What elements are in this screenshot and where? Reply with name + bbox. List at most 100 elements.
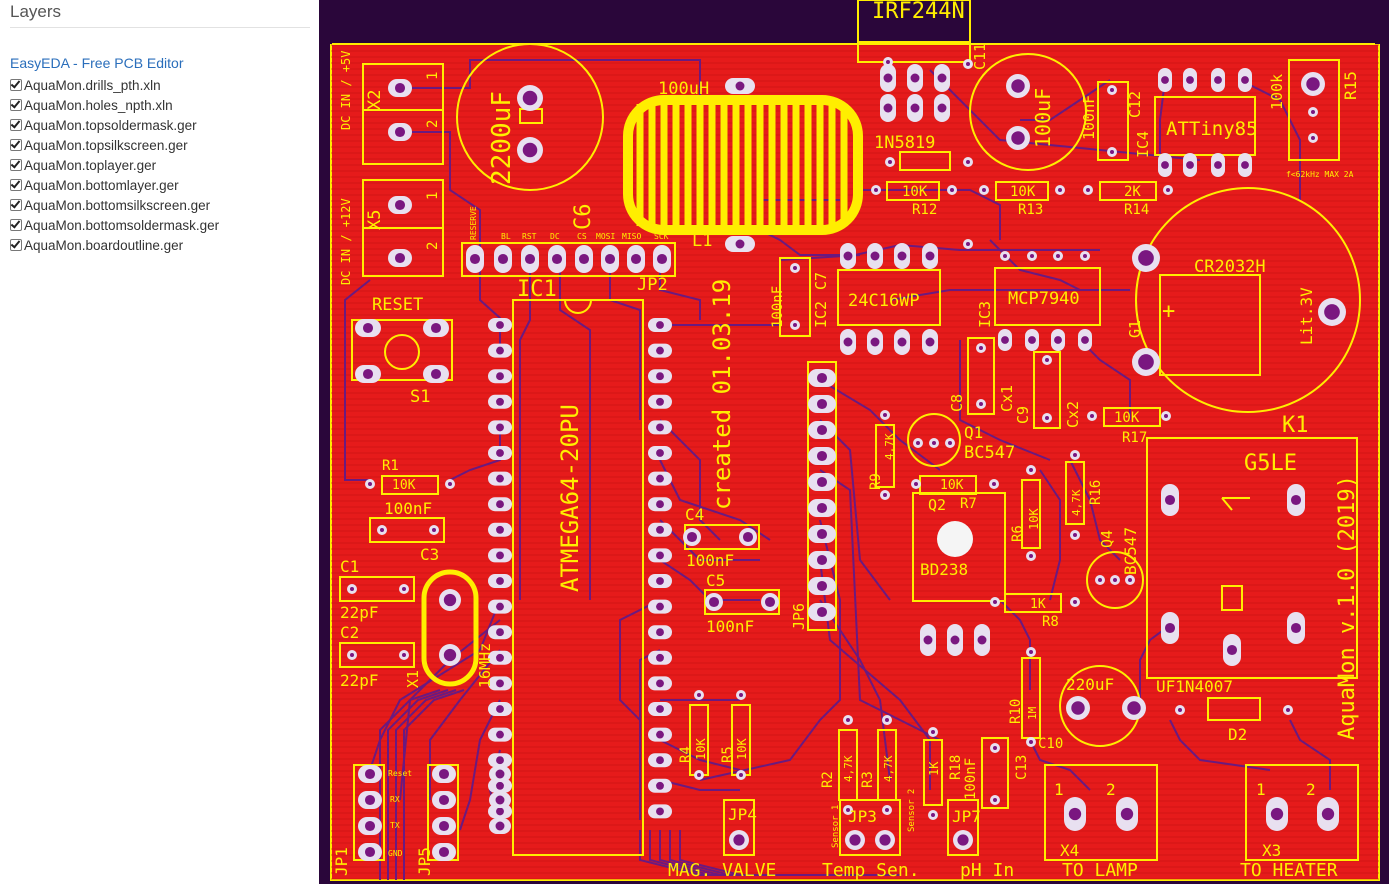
irf-pin1 — [880, 64, 896, 92]
via-drill — [966, 62, 970, 66]
layer-item[interactable]: AquaMon.bottomlayer.ger — [10, 175, 219, 195]
label-mag-valve: MAG. VALVE — [668, 860, 776, 881]
label-jp1: JP1 — [332, 847, 351, 876]
jp1-pin — [358, 817, 382, 835]
c-220uf-pin2 — [1122, 696, 1146, 720]
pad-drill — [656, 525, 664, 534]
layer-item[interactable]: AquaMon.holes_npth.xln — [10, 95, 219, 115]
pad-drill — [1186, 161, 1194, 169]
layer-item[interactable]: AquaMon.topsilkscreen.ger — [10, 135, 219, 155]
pad-drill — [843, 251, 853, 261]
layer-checkbox[interactable] — [10, 119, 22, 131]
label-k1: K1 — [1282, 413, 1309, 438]
layer-item[interactable]: AquaMon.boardoutline.ger — [10, 235, 219, 255]
jp6-pin — [808, 421, 836, 439]
via-drill — [932, 441, 936, 445]
pads-layer — [347, 57, 1346, 861]
ic1-pin-left — [488, 522, 512, 537]
c-2200uf-outline — [456, 43, 604, 191]
layer-checkbox[interactable] — [10, 219, 22, 231]
r15-pin1 — [1301, 72, 1325, 96]
via-drill — [1029, 740, 1033, 744]
k1-outline — [1146, 437, 1358, 679]
layer-checkbox[interactable] — [10, 159, 22, 171]
pad-drill — [656, 372, 664, 381]
pad-drill — [656, 346, 664, 355]
via-drill — [846, 718, 850, 722]
layer-item[interactable]: AquaMon.drills_pth.xln — [10, 75, 219, 95]
pad-drill — [816, 528, 828, 540]
layer-item[interactable]: AquaMon.bottomsilkscreen.ger — [10, 195, 219, 215]
ic1-notch — [564, 299, 592, 314]
layer-label: AquaMon.bottomlayer.ger — [24, 177, 179, 193]
layer-item[interactable]: AquaMon.topsoldermask.ger — [10, 115, 219, 135]
inductor-l1 — [623, 95, 863, 235]
attiny-pin-bottom — [1183, 153, 1197, 177]
label-to-lamp: TO LAMP — [1062, 860, 1138, 881]
trace — [1169, 719, 1271, 771]
x4-pin2 — [1116, 797, 1138, 831]
pad-drill — [910, 73, 920, 83]
via-drill — [883, 493, 887, 497]
layer-checkbox[interactable] — [10, 79, 22, 91]
layer-checkbox[interactable] — [10, 179, 22, 191]
x1-pin1 — [439, 589, 461, 611]
jp2-pin — [627, 245, 645, 273]
pad-drill — [937, 103, 947, 113]
via-drill — [931, 813, 935, 817]
label-sensor1: Sensor 1 — [831, 805, 841, 848]
pad-drill — [816, 580, 828, 592]
pad-drill — [1306, 77, 1320, 91]
label-r10-val: 1M — [1026, 706, 1039, 720]
ic1-pin-right — [648, 599, 672, 614]
trace — [1159, 79, 1166, 160]
ic1-pin-right — [648, 625, 672, 640]
layer-item[interactable]: AquaMon.toplayer.ger — [10, 155, 219, 175]
c7-outline — [779, 257, 811, 337]
label-c5: C5 — [706, 571, 725, 590]
ic1-pin-left — [488, 471, 512, 486]
ic1-pin-left — [488, 727, 512, 742]
pad-drill — [897, 337, 907, 347]
pad-drill — [443, 593, 457, 607]
via-drill — [1003, 254, 1007, 258]
pad-drill — [1011, 131, 1025, 145]
ic1-pin-right — [648, 420, 672, 435]
label-c2: C2 — [340, 623, 359, 642]
easyeda-editor-link[interactable]: EasyEDA - Free PCB Editor — [10, 55, 184, 71]
pad-drill — [816, 606, 828, 618]
label-r5: R5 — [720, 746, 736, 763]
pad-drill — [394, 199, 406, 211]
label-r12: R12 — [912, 202, 937, 218]
label-r14-val: 2K — [1124, 184, 1141, 200]
layer-item[interactable]: AquaMon.bottomsoldermask.ger — [10, 215, 219, 235]
label-c7: C7 — [812, 272, 830, 290]
pad-drill — [1164, 622, 1176, 634]
label-reserve: RESERVE — [469, 206, 478, 240]
pad-drill — [438, 820, 450, 832]
layer-checkbox[interactable] — [10, 139, 22, 151]
layer-checkbox[interactable] — [10, 99, 22, 111]
jp6-pin — [808, 369, 836, 387]
jp6-pin — [808, 603, 836, 621]
layer-checkbox[interactable] — [10, 239, 22, 251]
pad-drill — [1164, 494, 1176, 506]
pad-drill — [496, 397, 504, 406]
pad-drill — [1161, 76, 1169, 84]
label-cap-100uf: 100uF — [1031, 88, 1055, 148]
pad-drill — [496, 602, 504, 611]
pad-drill — [496, 474, 504, 483]
via-drill — [1045, 416, 1049, 420]
k1-pad5 — [1287, 612, 1305, 644]
layer-checkbox[interactable] — [10, 199, 22, 211]
jp2-pin — [466, 245, 484, 273]
via-drill — [1083, 254, 1087, 258]
ic1-outline — [512, 299, 644, 856]
trace — [479, 255, 501, 350]
pad-drill — [438, 768, 450, 780]
ic1-pin-left — [488, 369, 512, 384]
label-r8: R8 — [1042, 614, 1059, 630]
label-r1: R1 — [382, 458, 399, 474]
